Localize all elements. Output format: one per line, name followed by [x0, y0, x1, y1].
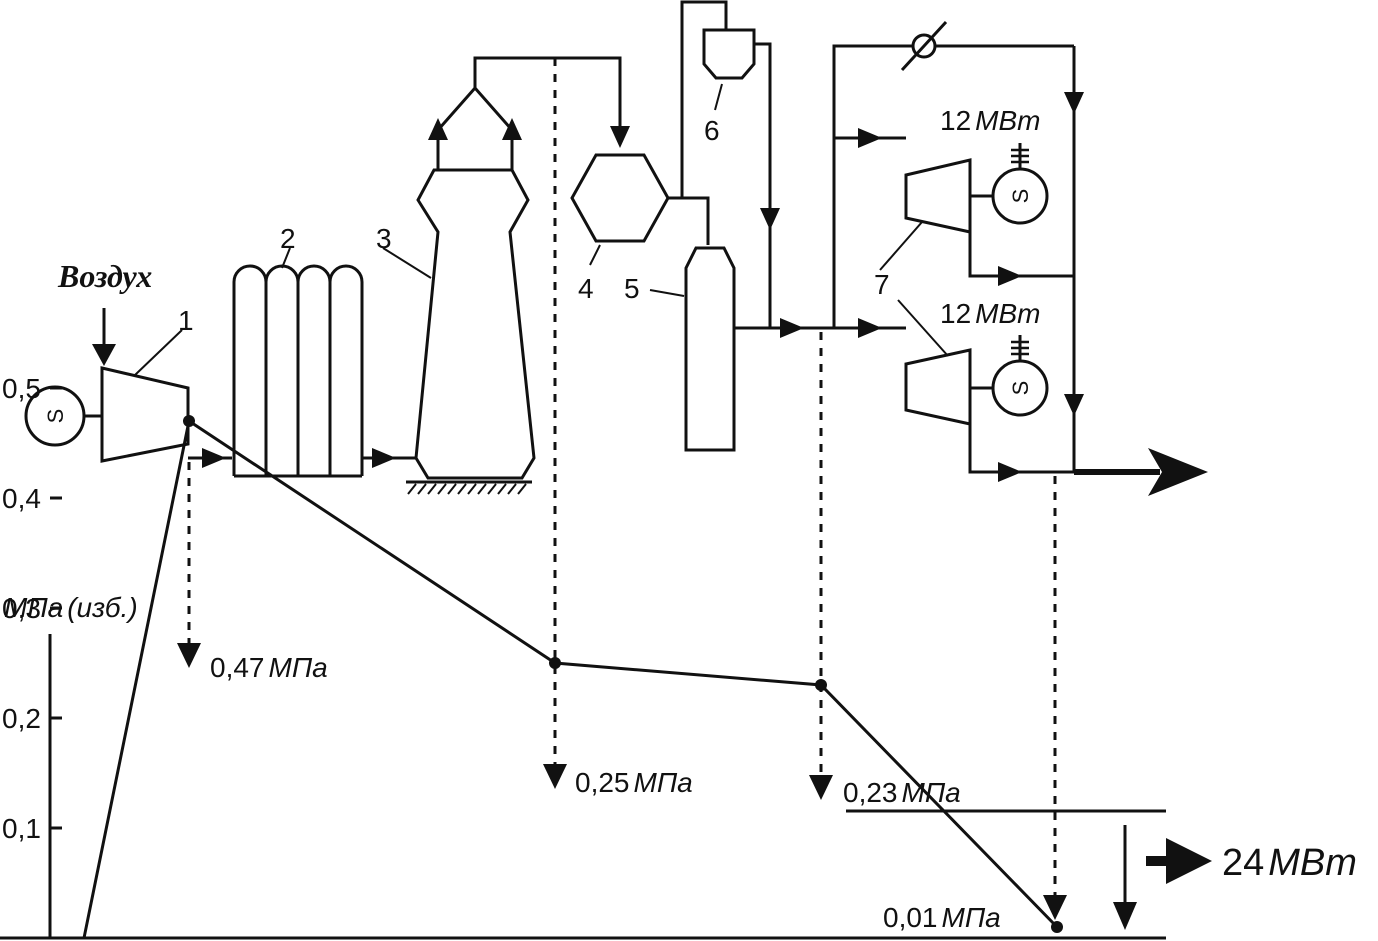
pressure-point — [183, 415, 195, 427]
leader-line-7a — [879, 221, 923, 271]
hopper-6 — [702, 28, 756, 80]
number-4: 4 — [578, 273, 594, 304]
turbine-top-outlet — [968, 232, 1074, 278]
heat-exchanger-bank — [232, 264, 364, 478]
flow-arrow-icon — [858, 318, 882, 338]
pressure-point — [815, 679, 827, 691]
leader-line-7b — [897, 299, 949, 357]
valve-stem — [900, 20, 948, 72]
expander-turbine-bottom — [904, 348, 972, 426]
point-label-4: 0,01 МПа — [883, 902, 1001, 933]
flow-arrow-icon — [372, 448, 396, 468]
pressure-point — [549, 657, 561, 669]
leader-line-2 — [281, 247, 291, 269]
y-tick-label: 0,5 — [2, 373, 41, 404]
y-ticks: 0,5 0,4 0,3 0,2 0,1 — [2, 373, 62, 844]
flow-arrow-icon — [858, 128, 882, 148]
drop-arrow-icon — [1113, 902, 1137, 930]
flow-arrow-icon — [998, 266, 1022, 286]
generator-bottom-symbol: S — [1008, 381, 1033, 396]
air-inlet-arrow-icon — [92, 344, 116, 366]
grid-symbol-top-icon — [1011, 143, 1029, 169]
flow-arrow-icon — [780, 318, 804, 338]
point-label-2: 0,25 МПа — [575, 767, 693, 798]
y-tick-label: 0,4 — [2, 483, 41, 514]
reactor-outlet-line — [668, 196, 710, 245]
exhaust-arrow-icon — [1148, 448, 1208, 496]
hopper-feed-line — [680, 0, 728, 198]
point-label-1: 0,47 МПа — [210, 652, 328, 683]
flow-arrow-icon — [1064, 394, 1084, 416]
y-tick-label: 0,3 — [2, 593, 41, 624]
bypass-line — [832, 44, 1074, 328]
expander-turbine-top — [904, 158, 972, 234]
flow-arrow-icon — [1064, 92, 1084, 114]
projection-arrowheads — [177, 643, 1067, 920]
reactor-hexagon — [570, 153, 670, 243]
number-1: 1 — [178, 305, 194, 336]
hopper-return-line — [754, 42, 772, 328]
turbine-top-power: 12 МВт — [940, 105, 1040, 136]
pressure-points — [183, 415, 1063, 933]
flow-arrow-icon — [998, 462, 1022, 482]
number-6: 6 — [704, 115, 720, 146]
flow-arrow-icon — [202, 448, 226, 468]
number-3: 3 — [376, 223, 392, 254]
leader-line-4 — [589, 244, 601, 266]
leader-line-3 — [382, 247, 432, 279]
point-label-3: 0,23 МПа — [843, 777, 961, 808]
pressure-point — [1051, 921, 1063, 933]
number-5: 5 — [624, 273, 640, 304]
leader-line-6 — [714, 83, 723, 111]
column-top-line — [473, 56, 622, 130]
generator-top-symbol: S — [1008, 189, 1033, 204]
turbine-bottom-power: 12 МВт — [940, 298, 1040, 329]
projection-lines — [187, 58, 1057, 896]
turbine-bottom-outlet — [968, 424, 1074, 474]
motor-symbol: S — [43, 409, 68, 424]
number-7: 7 — [874, 269, 890, 300]
air-compressor — [100, 366, 190, 463]
total-power: 24 МВт — [1222, 842, 1357, 884]
flow-arrow-icon — [760, 208, 780, 230]
output-arrow-icon — [1166, 838, 1212, 884]
vessel-5 — [684, 246, 736, 452]
separation-column — [406, 85, 536, 495]
y-axis-label: МПа (изб.) — [4, 592, 138, 623]
y-tick-label: 0,1 — [2, 813, 41, 844]
pressure-chart: 0,5 0,4 0,3 0,2 0,1 — [0, 373, 1212, 940]
grid-symbol-bottom-icon — [1011, 335, 1029, 361]
number-2: 2 — [280, 223, 296, 254]
leader-line-5 — [649, 289, 685, 297]
flow-arrow-icon — [610, 126, 630, 148]
leader-line-1 — [134, 329, 183, 376]
air-label: Воздух — [57, 258, 152, 294]
y-tick-label: 0,2 — [2, 703, 41, 734]
